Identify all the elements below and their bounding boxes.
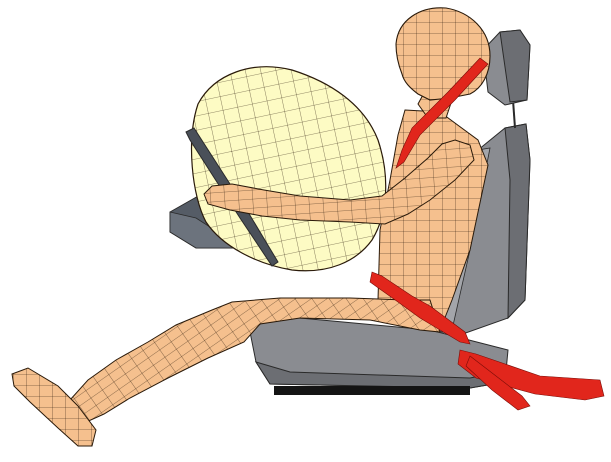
seat-rail [274, 386, 470, 395]
headrest [483, 30, 530, 128]
